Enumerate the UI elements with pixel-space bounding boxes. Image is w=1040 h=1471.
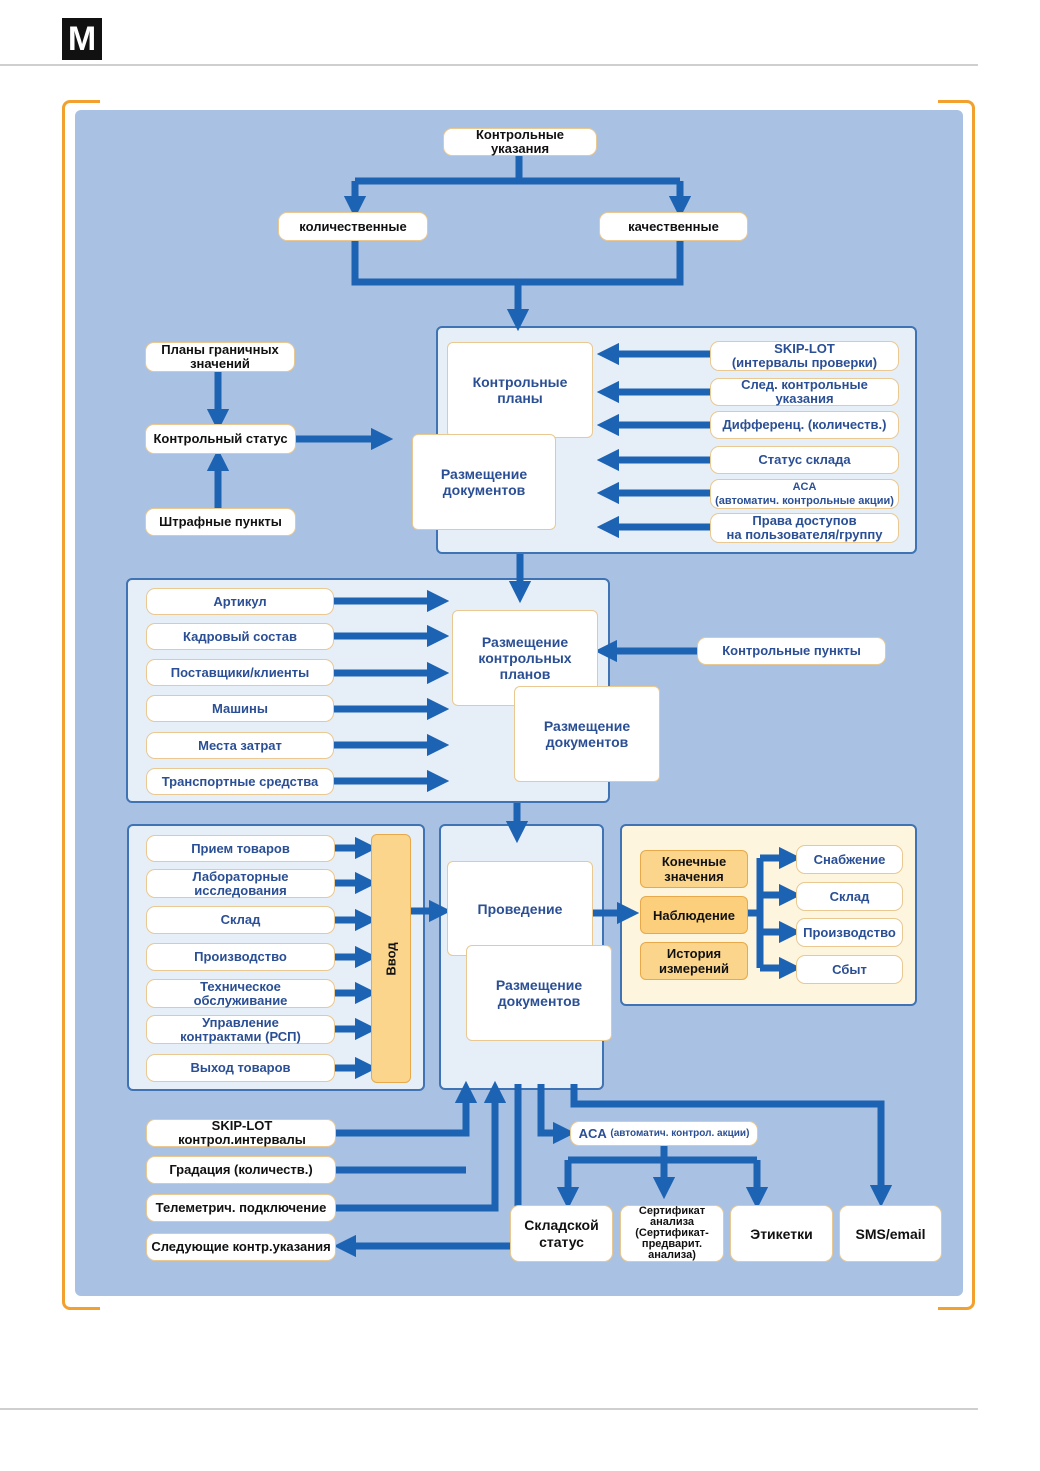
execution-box: Проведение xyxy=(447,861,593,956)
quantitative-box: количественные xyxy=(278,212,428,241)
next-instructions-input: След. контрольные указания xyxy=(710,378,899,406)
differentiation-input: Дифференц. (количеств.) xyxy=(710,411,899,439)
control-points-box: Контрольные пункты xyxy=(697,637,886,665)
aca-label: ACA xyxy=(578,1125,607,1141)
input-item-goods-out: Выход товаров xyxy=(146,1054,335,1082)
frame-gap-bottom xyxy=(100,1306,938,1314)
frame-gap-top xyxy=(100,96,938,104)
penalty-points-box: Штрафные пункты xyxy=(145,508,296,536)
telemetry-box: Телеметрич. подключение xyxy=(146,1194,336,1222)
execution-doc-placement-box: Размещение документов xyxy=(466,945,612,1041)
qualitative-box: качественные xyxy=(599,212,748,241)
master-item-staff: Кадровый состав xyxy=(146,623,334,650)
master-item-article: Артикул xyxy=(146,588,334,615)
footer-rule xyxy=(0,1408,978,1410)
output-warehouse: Склад xyxy=(796,882,903,911)
measurement-history-box: История измерений xyxy=(640,942,748,980)
publisher-logo: M xyxy=(62,18,102,60)
next-control-instructions-box: Следующие контр.указания xyxy=(146,1233,336,1261)
input-item-maintenance: Техническое обслуживание xyxy=(146,979,335,1008)
input-bar-label: Ввод xyxy=(383,941,399,976)
plans-doc-placement-box: Размещение документов xyxy=(412,434,556,530)
input-item-production: Производство xyxy=(146,943,335,971)
master-item-suppliers: Поставщики/клиенты xyxy=(146,659,334,686)
output-supply: Снабжение xyxy=(796,845,903,874)
control-status-box: Контрольный статус xyxy=(145,424,296,454)
skip-lot-input: SKIP-LOT (интервалы проверки) xyxy=(710,341,899,371)
labels-output: Этикетки xyxy=(730,1205,833,1262)
master-doc-placement-box: Размещение документов xyxy=(514,686,660,782)
input-bar: Ввод xyxy=(371,834,411,1083)
final-values-box: Конечные значения xyxy=(640,850,748,888)
master-item-vehicles: Транспортные средства xyxy=(146,768,334,795)
certificate-output: Сертификат анализа (Сертификат- предвари… xyxy=(620,1205,724,1262)
aca-input: ACA (автоматич. контрольные акции) xyxy=(710,479,899,509)
warehouse-status-input: Статус склада xyxy=(710,446,899,474)
input-item-contracts: Управление контрактами (РСП) xyxy=(146,1015,335,1044)
output-sales: Сбыт xyxy=(796,955,903,984)
input-item-warehouse: Склад xyxy=(146,906,335,934)
master-item-machines: Машины xyxy=(146,695,334,722)
gradation-box: Градация (количеств.) xyxy=(146,1156,336,1184)
access-rights-input: Права доступов на пользователя/группу xyxy=(710,513,899,543)
aca-sub: (автоматич. контрол. акции) xyxy=(610,1127,750,1139)
input-item-receipt: Прием товаров xyxy=(146,835,335,862)
sms-email-output: SMS/email xyxy=(839,1205,942,1262)
master-item-cost-centers: Места затрат xyxy=(146,732,334,759)
output-production: Производство xyxy=(796,918,903,947)
aca-box: ACA (автоматич. контрол. акции) xyxy=(570,1121,758,1146)
limit-plans-box: Планы граничных значений xyxy=(145,342,295,372)
observation-box: Наблюдение xyxy=(640,896,748,934)
control-instructions-box: Контрольные указания xyxy=(443,128,597,156)
input-item-lab: Лабораторные исследования xyxy=(146,869,335,898)
control-plans-box: Контрольные планы xyxy=(447,342,593,438)
skip-lot-intervals-box: SKIP-LOT контрол.интервалы xyxy=(146,1119,336,1147)
header-rule xyxy=(0,64,978,66)
warehouse-status-output: Складской статус xyxy=(510,1205,613,1262)
